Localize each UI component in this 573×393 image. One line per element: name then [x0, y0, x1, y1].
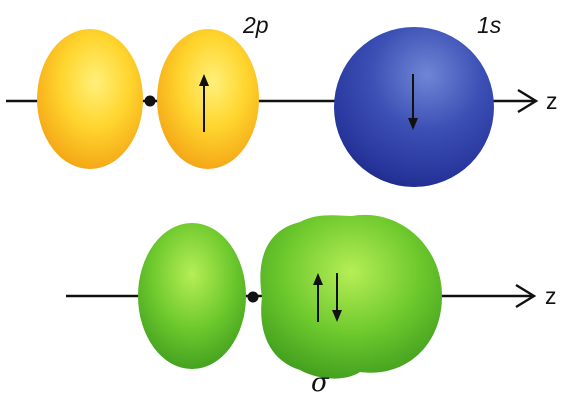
- nucleus-dot-icon: [145, 96, 156, 107]
- sigma-bond-small-lobe: [138, 223, 246, 369]
- top-z-axis-label: z: [546, 88, 558, 114]
- sigma-bond-label: σ: [311, 368, 330, 393]
- sigma-bond-large-lobe: [260, 215, 442, 379]
- p-orbital-label: 2p: [242, 12, 269, 38]
- p-orbital-left-lobe: [37, 29, 143, 169]
- s-orbital-label: 1s: [477, 12, 502, 38]
- bottom-row: σ z: [66, 215, 557, 393]
- bottom-z-axis-label: z: [545, 283, 557, 309]
- p-orbital-right-lobe: [157, 29, 259, 169]
- top-row: 2p 1s z: [6, 12, 558, 187]
- sigma-nucleus-dot-icon: [248, 292, 259, 303]
